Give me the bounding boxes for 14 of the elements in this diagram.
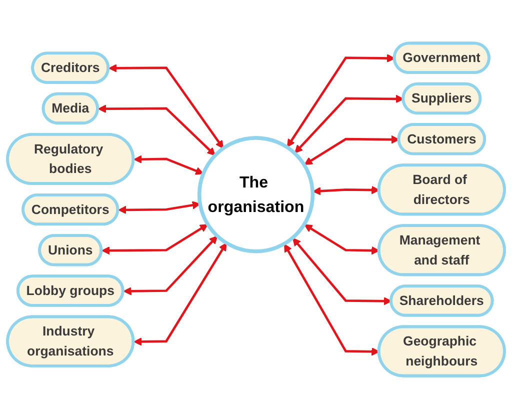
arrow [123,236,218,296]
arrow [108,64,224,149]
arrow [98,104,216,156]
arrow [294,94,404,154]
arrow [102,224,208,255]
arrow [286,54,396,148]
arrow [292,238,392,306]
arrow [118,201,200,214]
arrow [312,186,380,196]
arrow [134,242,227,346]
arrow [284,244,380,356]
arrow [304,224,380,255]
node-circle: The organisation [197,136,315,254]
arrow [134,155,204,175]
